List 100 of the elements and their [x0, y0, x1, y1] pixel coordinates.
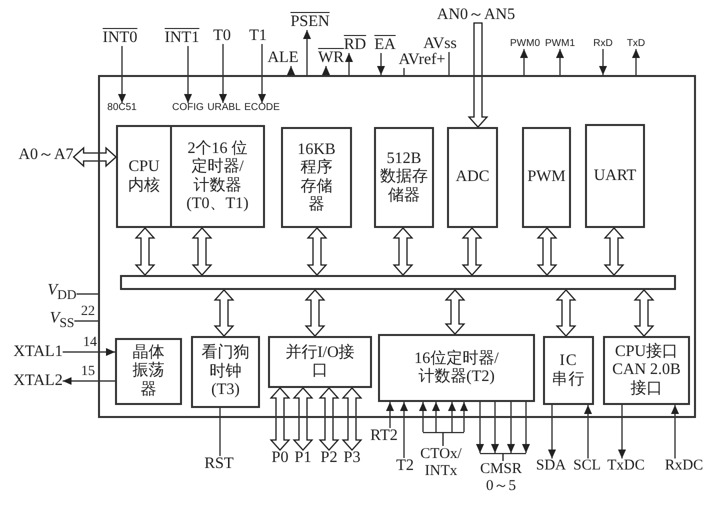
arrow	[476, 402, 484, 453]
pin-label: XTAL1	[13, 344, 63, 360]
signal-label: URABL	[207, 103, 241, 113]
arrow	[287, 66, 295, 75]
pin-label: V$_{DD}$	[47, 282, 77, 302]
arrow	[448, 402, 456, 432]
arrow	[556, 49, 564, 75]
bus-arrow	[536, 227, 558, 276]
signal-label: 80C51	[107, 103, 137, 113]
pin-label: EA	[374, 37, 396, 53]
function-block: IC串行	[543, 336, 594, 405]
arrow	[548, 405, 556, 458]
bus-bar	[120, 275, 676, 290]
line	[403, 68, 405, 75]
pin-label: RST	[204, 456, 234, 472]
bus-arrow	[292, 387, 314, 451]
bus-arrow	[72, 146, 117, 168]
pin-label: P1	[294, 450, 312, 466]
pin-number: 22	[81, 305, 95, 319]
function-block: 512B数据存储器	[374, 127, 434, 228]
arrow	[62, 348, 115, 356]
line	[448, 52, 450, 75]
function-block: 16KB程序存储器	[281, 127, 352, 228]
arrow	[322, 66, 330, 75]
arrow	[419, 402, 427, 432]
function-block: PWM	[522, 127, 571, 228]
function-block: CPU内核	[116, 125, 172, 228]
pin-label: T1	[249, 28, 267, 44]
arrow	[632, 49, 640, 75]
bus-arrow	[604, 227, 624, 276]
pin-label: XTAL2	[13, 373, 63, 389]
arrow	[219, 44, 227, 103]
arrow	[491, 402, 499, 453]
line	[219, 408, 221, 456]
line	[76, 293, 98, 295]
arrow	[584, 405, 592, 458]
arrow	[377, 53, 385, 75]
function-block: 并行I/O接口	[268, 336, 372, 388]
pin-label: RxDC	[664, 458, 704, 474]
pin-label: T2	[396, 458, 414, 474]
signal-label: ECODE	[244, 103, 280, 113]
arrow	[184, 46, 192, 103]
pin-label: V$_{SS}$	[50, 310, 74, 330]
pin-label: SDA	[536, 458, 566, 474]
arrow	[599, 49, 607, 75]
pin-label: A0～A7	[18, 147, 74, 163]
arrow	[520, 49, 528, 75]
arrow	[460, 402, 468, 432]
pin-number: 15	[81, 365, 95, 379]
arrow	[400, 402, 408, 458]
function-block: 2个16 位定时器/计数器(T0、T1)	[170, 125, 265, 228]
signal-label: PWM1	[545, 39, 575, 49]
arrow	[507, 402, 515, 453]
bus-arrow	[270, 387, 290, 451]
bus-arrow	[134, 227, 156, 276]
bus-arrow	[444, 289, 466, 335]
pin-label: CMSR 0～5	[479, 461, 523, 494]
arrow	[345, 53, 353, 75]
pin-label: AVref+	[398, 52, 446, 68]
arrow	[303, 30, 311, 75]
pin-label: CTOx/INTx	[419, 446, 463, 479]
pin-label: T0	[213, 28, 231, 44]
bus-arrow	[214, 289, 234, 337]
arrow	[522, 402, 530, 453]
bus-arrow	[468, 22, 488, 128]
bus-arrow	[304, 289, 326, 337]
pin-label: INT1	[164, 30, 200, 46]
arrow	[118, 46, 126, 103]
pin-label: P2	[320, 450, 338, 466]
function-block: UART	[585, 124, 645, 228]
bus-arrow	[306, 227, 328, 276]
arrow	[62, 377, 115, 385]
pin-label: SCL	[573, 458, 601, 474]
signal-label: TxD	[626, 39, 646, 49]
pin-label: TxDC	[607, 458, 645, 474]
arrow	[618, 405, 626, 458]
bus-arrow	[192, 227, 212, 276]
bus-arrow	[634, 289, 654, 337]
function-block: 晶体振荡器	[115, 338, 182, 405]
chip-outline	[98, 75, 696, 418]
bus-arrow	[342, 387, 362, 451]
pin-label: P3	[344, 450, 360, 466]
function-block: 看门狗时钟(T3)	[191, 336, 260, 408]
arrow	[258, 44, 266, 103]
signal-label: COFIG	[172, 103, 204, 113]
arrow	[386, 402, 394, 428]
bus-arrow	[318, 387, 340, 451]
bus-arrow	[392, 227, 414, 276]
arrow	[432, 402, 440, 432]
pin-label: RD	[344, 37, 366, 53]
function-block: CPU接口CAN 2.0B接口	[603, 336, 690, 405]
signal-label: PWM0	[510, 39, 540, 49]
signal-label: RxD	[593, 39, 613, 49]
pin-label: PSEN	[290, 14, 330, 30]
pin-label: ALE	[267, 50, 299, 66]
function-block: ADC	[447, 127, 498, 228]
pin-label: P0	[272, 450, 288, 466]
pin-label: RT2	[370, 428, 398, 444]
bus-arrow	[462, 227, 482, 276]
pin-label: AN0～AN5	[436, 7, 516, 23]
